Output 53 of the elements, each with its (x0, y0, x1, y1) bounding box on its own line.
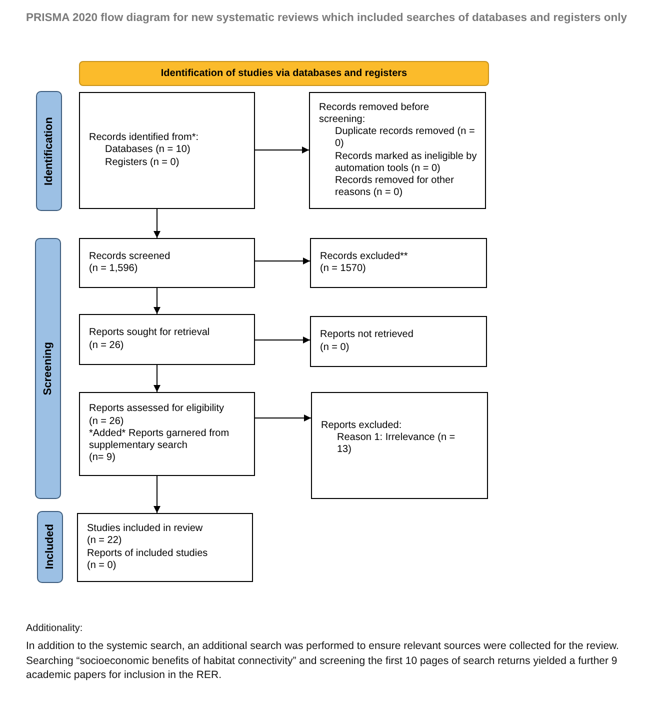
box-text: (n = 22) (87, 535, 123, 548)
note-heading: Additionality: (26, 623, 84, 635)
phase-band (37, 511, 63, 583)
box-text: Records excluded** (320, 250, 409, 263)
box-text: *Added* Reports garnered from supplementary search (89, 428, 230, 452)
diagram-title: PRISMA 2020 flow diagram for new systematic reviews which included searches of databases and registers only (26, 12, 628, 24)
process-box (310, 316, 487, 367)
phase-band (35, 238, 61, 499)
arrow (254, 258, 310, 264)
box-text: (n = 1570) (320, 263, 367, 276)
arrow (154, 364, 160, 392)
box-text: Records removed for other reasons (n = 0) (335, 174, 455, 200)
section-header-band (79, 61, 489, 86)
process-box (79, 92, 255, 209)
box-text: Records removed before screening: (319, 102, 430, 126)
box-text: Duplicate records removed (n = 0) (335, 126, 476, 150)
box-text: Registers (n = 0) (105, 156, 180, 169)
process-box (310, 238, 487, 288)
process-box (309, 92, 486, 209)
box-text: Records screened (89, 250, 172, 263)
process-box (77, 513, 253, 582)
box-text: Records marked as ineligible by automation tools (n = 0) (335, 150, 477, 175)
box-text: (n= 9) (89, 452, 116, 464)
arrow (154, 208, 160, 238)
box-text: Reports assessed for eligibility (89, 403, 226, 416)
arrow (154, 476, 160, 514)
process-box (79, 238, 255, 288)
box-text: (n = 26) (89, 416, 125, 428)
box-text: Studies included in review (87, 523, 204, 536)
arrow (254, 146, 310, 154)
arrow (254, 414, 312, 422)
box-text: Reports sought for retrieval (89, 327, 211, 340)
note-paragraph: In addition to the systemic search, an additional search was performed to ensure relevant sources were collected for the review. Searching “socioeconomic benefits of habitat connectivity” and screening the first 10 pages of search returns yielded a further 9 academic papers for inclusion in the RER. (26, 639, 620, 683)
box-text: (n = 0) (87, 560, 118, 572)
box-text: (n = 1,596) (89, 263, 139, 276)
box-text: Databases (n = 10) (105, 144, 192, 157)
arrow (254, 336, 310, 344)
box-text: (n = 26) (89, 340, 125, 352)
box-text: Records identified from*: (89, 132, 200, 144)
phase-label: Included (44, 524, 56, 570)
box-text: Reason 1: Irrelevance (n = 13) (337, 432, 456, 457)
box-text: Reports excluded: (321, 420, 403, 432)
box-text: (n = 0) (320, 342, 350, 354)
box-text: Reports not retrieved (320, 329, 414, 342)
section-header-text: Identification of studies via databases and registers (160, 68, 408, 79)
box-text: Reports of included studies (87, 548, 209, 560)
phase-band (36, 91, 62, 211)
process-box (311, 392, 488, 499)
arrow (154, 288, 160, 314)
phase-label: Screening (42, 342, 54, 396)
process-box (79, 314, 255, 365)
phase-label: Identification (43, 116, 55, 186)
process-box (79, 392, 255, 476)
